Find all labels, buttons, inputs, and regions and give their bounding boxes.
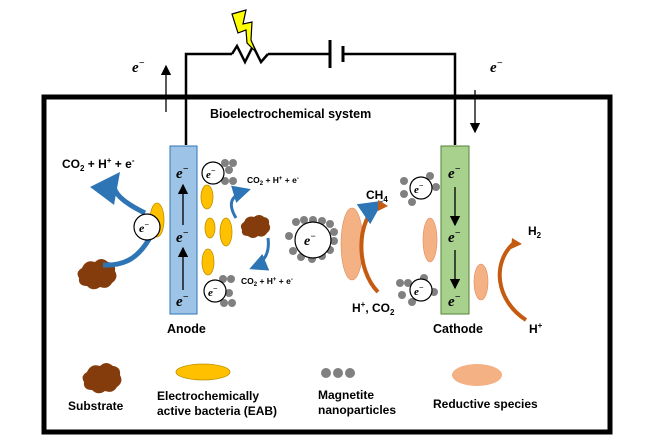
legend-magnetite-line2: nanoparticles	[318, 403, 396, 417]
svg-text:e−: e−	[448, 164, 461, 182]
reaction-small-top: CO2 + H+ + e-	[247, 175, 299, 187]
legend-reductive: Reductive species	[433, 397, 538, 411]
electron-label-right: e−	[490, 58, 503, 76]
ch4-label: CH4	[366, 188, 388, 204]
legend-magnetite-icon	[321, 368, 355, 378]
h-co2-label: H+, CO2	[352, 300, 395, 317]
svg-text:e−: e−	[206, 166, 216, 181]
system-title: Bioelectrochemical system	[210, 107, 371, 121]
battery-icon	[328, 40, 345, 68]
svg-text:e−: e−	[414, 181, 424, 196]
resistor-icon	[230, 43, 269, 65]
legend-eab-line1: Electrochemically	[157, 389, 259, 403]
substrate-blob-small	[240, 215, 271, 238]
reaction-left: CO2 + H+ + e-	[62, 156, 135, 173]
legend-eab-line2: active bacteria (EAB)	[157, 404, 277, 418]
svg-text:e−: e−	[176, 228, 189, 246]
electron-circles	[133, 161, 433, 303]
external-circuit	[184, 52, 457, 145]
svg-text:e−: e−	[176, 292, 189, 310]
cathode-label: Cathode	[433, 322, 483, 336]
legend: Substrate Electrochemically active bacte…	[68, 363, 538, 418]
legend-eab-icon	[175, 363, 231, 381]
svg-text:e−: e−	[414, 283, 424, 298]
reaction-small-bottom: CO2 + H+ + e-	[241, 276, 293, 288]
legend-magnetite-line1: Magnetite	[318, 388, 374, 402]
legend-substrate-icon	[82, 363, 122, 394]
svg-text:e−: e−	[176, 164, 189, 182]
svg-text:e−: e−	[448, 228, 461, 246]
svg-text:e−: e−	[208, 284, 218, 299]
legend-reductive-icon	[452, 364, 502, 386]
anode-label: Anode	[167, 322, 206, 336]
legend-substrate: Substrate	[68, 399, 124, 413]
hplus-label: H+	[529, 321, 543, 336]
svg-text:e−: e−	[139, 220, 149, 235]
svg-text:e−: e−	[448, 292, 461, 310]
h2-label: H2	[528, 224, 542, 240]
electron-label-left: e−	[132, 58, 145, 76]
lightning-icon	[231, 9, 257, 53]
svg-text:e−: e−	[304, 231, 316, 249]
system-frame	[41, 94, 613, 435]
